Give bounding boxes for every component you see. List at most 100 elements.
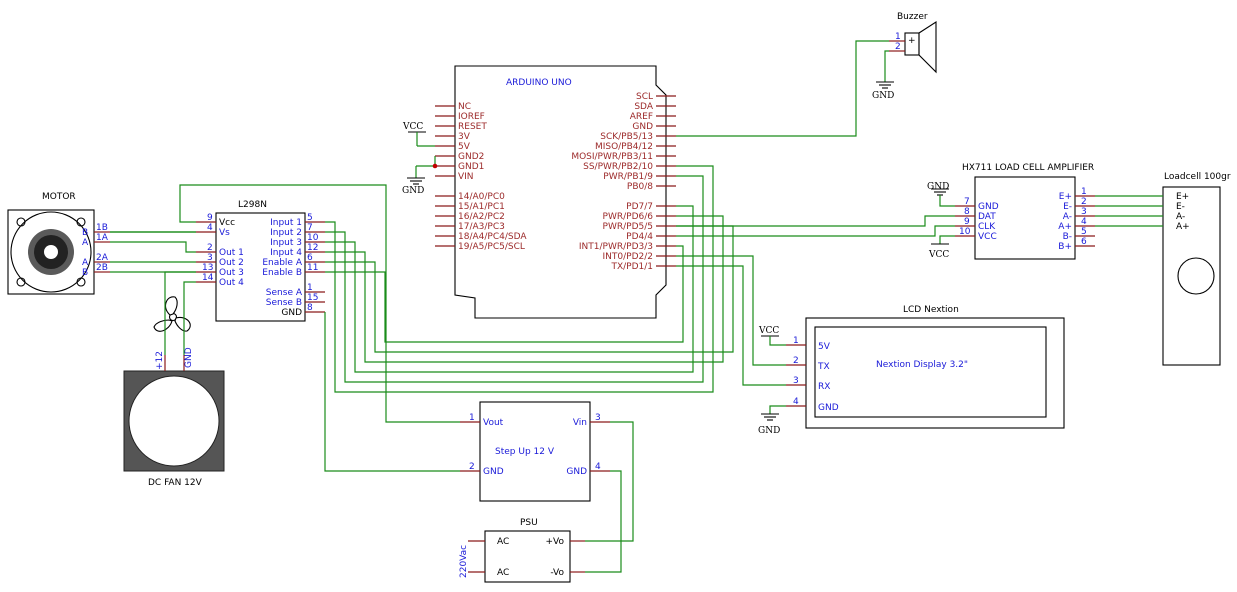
arduino-pin-a0: 14/A0/PC0 bbox=[458, 192, 505, 202]
svg-text:10: 10 bbox=[307, 233, 319, 243]
arduino-gnd-symbol: GND bbox=[402, 156, 438, 196]
svg-text:10: 10 bbox=[959, 227, 971, 237]
svg-text:A-: A- bbox=[1063, 212, 1072, 222]
svg-text:2: 2 bbox=[793, 356, 799, 366]
svg-text:4: 4 bbox=[207, 223, 213, 233]
svg-text:9: 9 bbox=[964, 217, 970, 227]
loadcell-title: Loadcell 100gr bbox=[1164, 172, 1231, 182]
l298n-pin-input4: Input 4 bbox=[270, 248, 302, 258]
arduino-pin-5v: 5V bbox=[458, 142, 471, 152]
stepup-title: Step Up 12 V bbox=[495, 447, 555, 457]
l298n-pin-input2: Input 2 bbox=[270, 228, 302, 238]
svg-text:+: + bbox=[908, 36, 916, 46]
svg-text:3: 3 bbox=[1081, 207, 1087, 217]
svg-text:1A: 1A bbox=[96, 233, 109, 243]
lcd-pin-gnd: GND bbox=[818, 403, 839, 413]
svg-text:1: 1 bbox=[307, 283, 313, 293]
l298n-pin-out2: Out 2 bbox=[219, 258, 244, 268]
psu: PSU AC AC +Vo -Vo 220Vac bbox=[459, 421, 634, 583]
arduino-pin-sda: SDA bbox=[634, 102, 653, 112]
hx711-title: HX711 LOAD CELL AMPLIFIER bbox=[962, 163, 1094, 173]
arduino-pin-d11: MOSI/PWR/PB3/11 bbox=[571, 152, 653, 162]
lcd-nextion: LCD Nextion Nextion Display 3.2" 1 2 3 4… bbox=[758, 305, 1065, 436]
arduino-pin-gnd: GND bbox=[632, 122, 653, 132]
svg-text:E+: E+ bbox=[1059, 192, 1072, 202]
arduino-pin-d4: PD4/4 bbox=[626, 232, 653, 242]
svg-text:3: 3 bbox=[595, 413, 601, 423]
svg-text:4: 4 bbox=[793, 397, 799, 407]
svg-text:14: 14 bbox=[202, 273, 214, 283]
l298n-driver: L298N 9 4 2 3 13 14 5 7 10 12 6 11 1 15 bbox=[196, 200, 325, 322]
arduino-pin-a5: 19/A5/PC5/SCL bbox=[458, 242, 525, 252]
svg-text:1: 1 bbox=[469, 413, 475, 423]
svg-text:9: 9 bbox=[207, 213, 213, 223]
svg-text:12: 12 bbox=[307, 243, 318, 253]
svg-text:5: 5 bbox=[1081, 227, 1087, 237]
loadcell: Loadcell 100gr E+ E- A- A+ bbox=[1095, 172, 1231, 366]
arduino-pin-vin: VIN bbox=[458, 172, 474, 182]
svg-text:2: 2 bbox=[1081, 197, 1087, 207]
step-up-converter: Step Up 12 V 1 2 3 4 Vout GND Vin GND bbox=[460, 401, 610, 502]
l298n-pin-gnd: GND bbox=[281, 308, 302, 318]
svg-text:2: 2 bbox=[207, 243, 213, 253]
svg-text:11: 11 bbox=[307, 263, 318, 273]
arduino-title: ARDUINO UNO bbox=[506, 78, 572, 88]
buzzer-title: Buzzer bbox=[897, 12, 928, 22]
svg-text:A+: A+ bbox=[1176, 222, 1190, 232]
l298n-pin-sense-a: Sense A bbox=[266, 288, 303, 298]
svg-text:8: 8 bbox=[964, 207, 970, 217]
buzzer: Buzzer + 1 2 GND bbox=[676, 12, 937, 137]
arduino-uno: ARDUINO UNO NC IOREF RESET 3V 5V GND2 GN… bbox=[402, 65, 676, 319]
fan-pin-gnd: GND bbox=[184, 347, 194, 368]
l298n-pin-out3: Out 3 bbox=[219, 268, 244, 278]
arduino-pin-d12: MISO/PB4/12 bbox=[595, 142, 653, 152]
svg-text:15: 15 bbox=[307, 293, 318, 303]
svg-text:8: 8 bbox=[307, 303, 313, 313]
svg-text:VCC: VCC bbox=[402, 122, 423, 132]
arduino-pin-d1: TX/PD1/1 bbox=[610, 262, 653, 272]
fan-title: DC FAN 12V bbox=[148, 478, 203, 488]
svg-text:VCC: VCC bbox=[758, 326, 779, 336]
lcd-pin-rx: RX bbox=[818, 382, 830, 392]
psu-pin-minus-vo: -Vo bbox=[550, 568, 564, 578]
svg-text:2: 2 bbox=[895, 42, 901, 52]
svg-text:B+: B+ bbox=[1058, 242, 1072, 252]
svg-text:1: 1 bbox=[793, 336, 799, 346]
svg-text:A: A bbox=[82, 258, 89, 268]
svg-text:E-: E- bbox=[1176, 202, 1185, 212]
lcd-pin-tx: TX bbox=[817, 362, 830, 372]
arduino-pin-a3: 17/A3/PC3 bbox=[458, 222, 505, 232]
svg-text:13: 13 bbox=[202, 263, 213, 273]
arduino-pin-d13: SCK/PB5/13 bbox=[600, 132, 653, 142]
hx711-amplifier: HX711 LOAD CELL AMPLIFIER 7 8 9 10 1 2 3… bbox=[927, 163, 1095, 260]
hx711-pin-dat: DAT bbox=[978, 212, 996, 222]
arduino-pin-aref: AREF bbox=[630, 112, 653, 122]
arduino-pin-d2: INT0/PD2/2 bbox=[603, 252, 653, 262]
l298n-pin-out1: Out 1 bbox=[219, 248, 244, 258]
svg-text:B-: B- bbox=[1063, 232, 1072, 242]
svg-text:A: A bbox=[82, 238, 89, 248]
svg-text:3: 3 bbox=[207, 253, 213, 263]
svg-text:1: 1 bbox=[1081, 187, 1087, 197]
svg-text:B: B bbox=[82, 268, 88, 278]
arduino-pin-a1: 15/A1/PC1 bbox=[458, 202, 505, 212]
arduino-pin-d8: PB0/8 bbox=[627, 182, 653, 192]
arduino-vcc-symbol: VCC bbox=[402, 122, 435, 147]
svg-text:3: 3 bbox=[793, 376, 799, 386]
l298n-pin-enable-b: Enable B bbox=[262, 268, 302, 278]
svg-text:5: 5 bbox=[307, 213, 313, 223]
svg-text:7: 7 bbox=[964, 197, 970, 207]
l298n-pin-out4: Out 4 bbox=[219, 278, 244, 288]
arduino-pin-reset: RESET bbox=[458, 122, 487, 132]
fan-icon bbox=[153, 296, 191, 332]
arduino-pin-a4: 18/A4/PC4/SDA bbox=[458, 232, 527, 242]
motor-title: MOTOR bbox=[42, 192, 76, 202]
svg-text:4: 4 bbox=[1081, 217, 1087, 227]
arduino-pin-d10: SS/PWR/PB2/10 bbox=[583, 162, 653, 172]
hx711-pin-vcc: VCC bbox=[978, 232, 997, 242]
arduino-pin-gnd2: GND2 bbox=[458, 152, 484, 162]
svg-text:1: 1 bbox=[895, 32, 901, 42]
l298n-pin-input1: Input 1 bbox=[270, 218, 302, 228]
svg-text:6: 6 bbox=[1081, 237, 1087, 247]
